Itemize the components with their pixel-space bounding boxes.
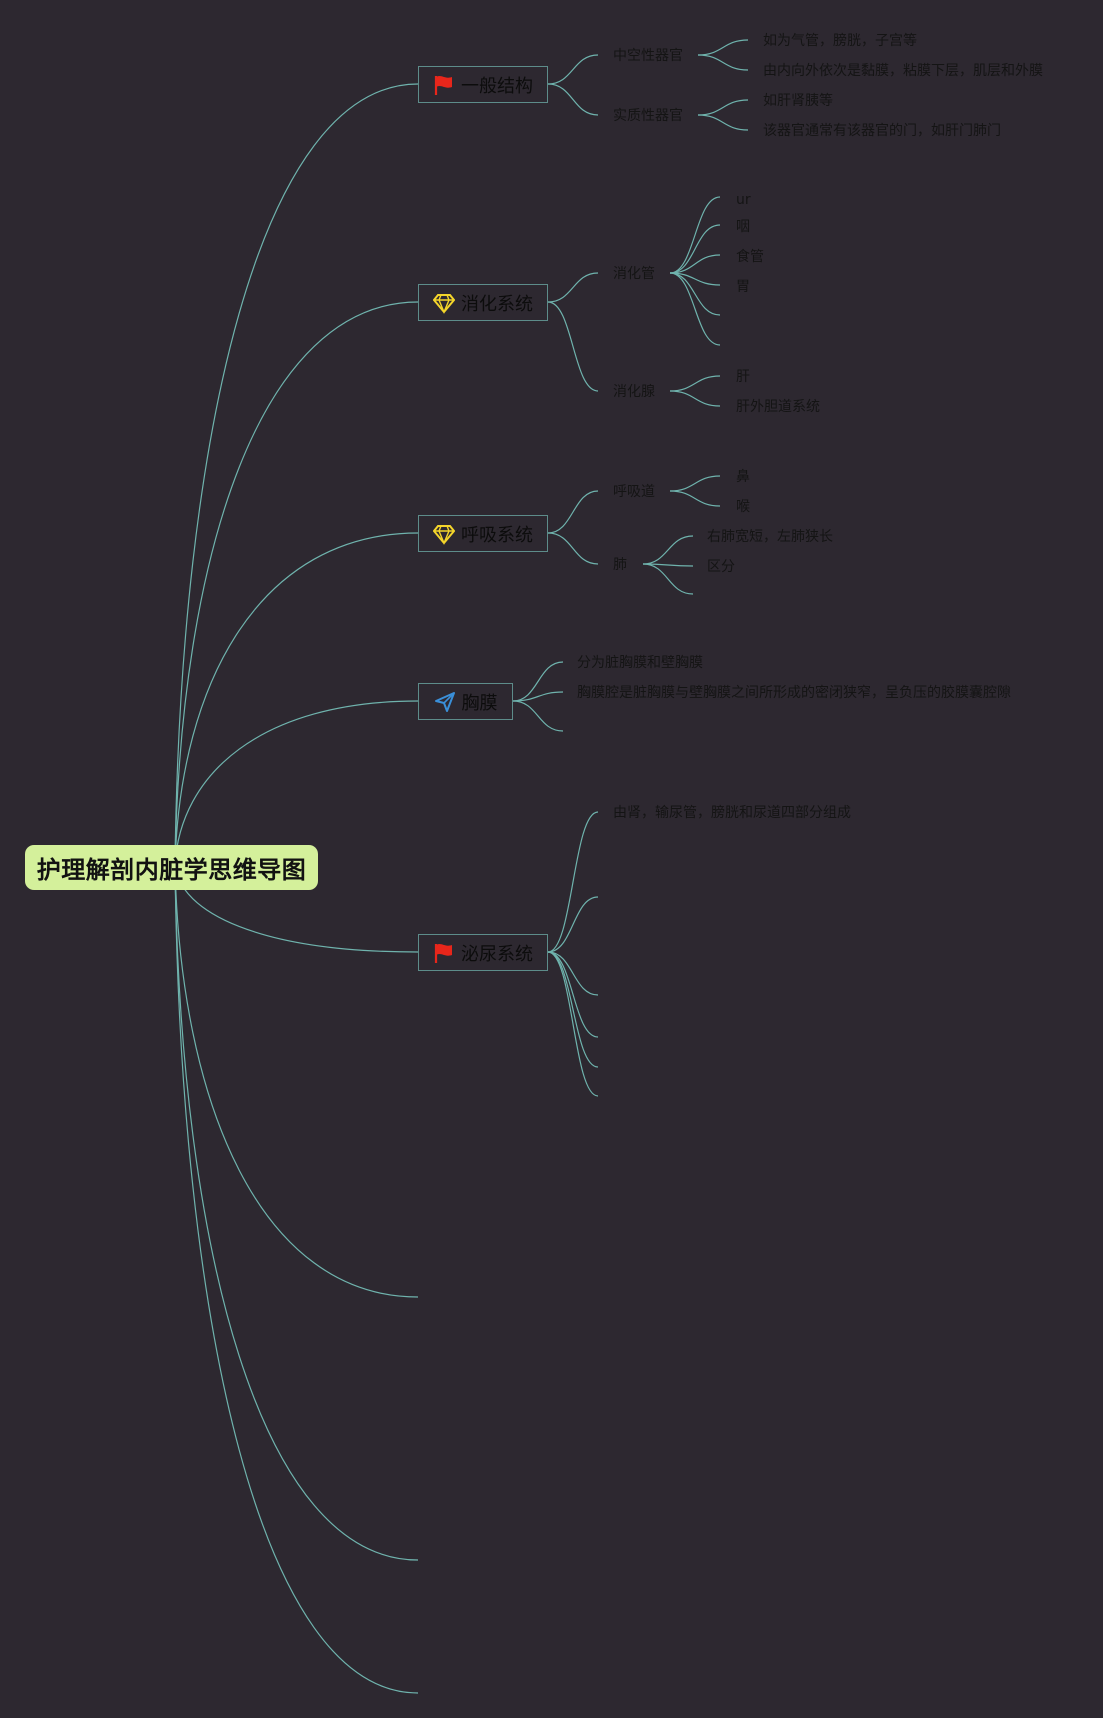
leaf-airway-item[interactable]: 鼻 — [736, 469, 750, 485]
connector-line — [174, 700, 419, 866]
blue-paper-plane-icon — [434, 691, 456, 713]
leaf-lung-item[interactable]: 区分 — [707, 559, 735, 575]
topic-general-structure[interactable]: 一般结构 — [418, 66, 548, 103]
connector-line — [512, 700, 564, 732]
leaf-lung-item[interactable]: 右肺宽短，左肺狭长 — [707, 529, 833, 545]
connector-line — [547, 951, 599, 996]
connector-line — [512, 661, 564, 702]
connector-line — [547, 490, 599, 534]
leaf-tract-item[interactable]: 咽 — [736, 219, 750, 235]
connector-line — [697, 39, 749, 56]
connector-line — [547, 951, 599, 1068]
red-flag-icon — [433, 74, 455, 96]
yellow-diamond-icon — [433, 523, 455, 545]
leaf-urinary-item[interactable]: 由肾，输尿管，膀胱和尿道四部分组成 — [613, 805, 851, 821]
leaf-hollow-example-1[interactable]: 如为气管，膀胱，子宫等 — [763, 33, 917, 49]
leaf-tract-item[interactable]: 胃 — [736, 279, 750, 295]
connector-line — [669, 475, 721, 492]
subtopic-hollow-organs[interactable]: 中空性器官 — [613, 48, 683, 64]
leaf-tract-item[interactable]: 食管 — [736, 249, 764, 265]
connector-line — [642, 563, 694, 595]
topic-label: 泌尿系统 — [461, 943, 533, 965]
topic-digestive-system[interactable]: 消化系统 — [418, 284, 548, 321]
subtopic-digestive-glands[interactable]: 消化腺 — [613, 384, 655, 400]
leaf-airway-item[interactable]: 喉 — [736, 499, 750, 515]
connector-line — [669, 272, 721, 346]
connector-line — [697, 54, 749, 71]
root-topic[interactable]: 护理解剖内脏学思维导图 — [25, 845, 318, 890]
leaf-solid-example-2[interactable]: 该器官通常有该器官的门，如肝门肺门 — [763, 123, 1001, 139]
connector-line — [669, 196, 721, 274]
topic-respiratory-system[interactable]: 呼吸系统 — [418, 515, 548, 552]
connector-line — [547, 896, 599, 953]
topic-label: 胸膜 — [461, 692, 498, 714]
connector-line — [697, 114, 749, 131]
connector-line — [669, 390, 721, 407]
connector-line — [547, 951, 599, 1097]
leaf-tract-item[interactable]: ur — [736, 192, 751, 208]
topic-label: 呼吸系统 — [461, 524, 533, 546]
topic-label: 一般结构 — [461, 75, 533, 97]
connector-line — [174, 864, 419, 1694]
topic-label: 消化系统 — [461, 293, 533, 315]
connector-line — [669, 375, 721, 392]
connector-line — [547, 83, 599, 116]
connector-line — [512, 691, 564, 702]
red-flag-icon — [433, 942, 455, 964]
subtopic-digestive-tract[interactable]: 消化管 — [613, 266, 655, 282]
subtopic-airway[interactable]: 呼吸道 — [613, 484, 655, 500]
topic-pleura[interactable]: 胸膜 — [418, 683, 513, 720]
connector-line — [547, 272, 599, 303]
subtopic-solid-organs[interactable]: 实质性器官 — [613, 108, 683, 124]
connector-line — [174, 864, 419, 1561]
subtopic-lung[interactable]: 肺 — [613, 557, 627, 573]
connector-line — [697, 99, 749, 116]
topic-urinary-system[interactable]: 泌尿系统 — [418, 934, 548, 971]
yellow-diamond-icon — [433, 292, 455, 314]
connector-line — [547, 532, 599, 565]
connector-line — [547, 301, 599, 392]
connector-line — [669, 224, 721, 274]
connector-line — [642, 535, 694, 565]
connector-line — [669, 490, 721, 507]
leaf-hollow-example-2[interactable]: 由内向外依次是黏膜，粘膜下层，肌层和外膜 — [763, 63, 1043, 79]
leaf-pleura-item[interactable]: 胸膜腔是脏胸膜与壁胸膜之间所形成的密闭狭窄，呈负压的胶膜囊腔隙 — [577, 685, 1011, 701]
connector-line — [174, 83, 419, 866]
leaf-pleura-item[interactable]: 分为脏胸膜和壁胸膜 — [577, 655, 703, 671]
leaf-gland-item[interactable]: 肝 — [736, 369, 750, 385]
connector-line — [174, 864, 419, 1298]
connector-line — [669, 272, 721, 316]
connector-line — [547, 54, 599, 85]
connector-line — [174, 301, 419, 866]
root-title: 护理解剖内脏学思维导图 — [36, 856, 307, 884]
leaf-gland-item[interactable]: 肝外胆道系统 — [736, 399, 820, 415]
connector-line — [669, 254, 721, 274]
connector-line — [174, 532, 419, 866]
leaf-solid-example-1[interactable]: 如肝肾胰等 — [763, 93, 833, 109]
connector-line — [547, 811, 599, 953]
